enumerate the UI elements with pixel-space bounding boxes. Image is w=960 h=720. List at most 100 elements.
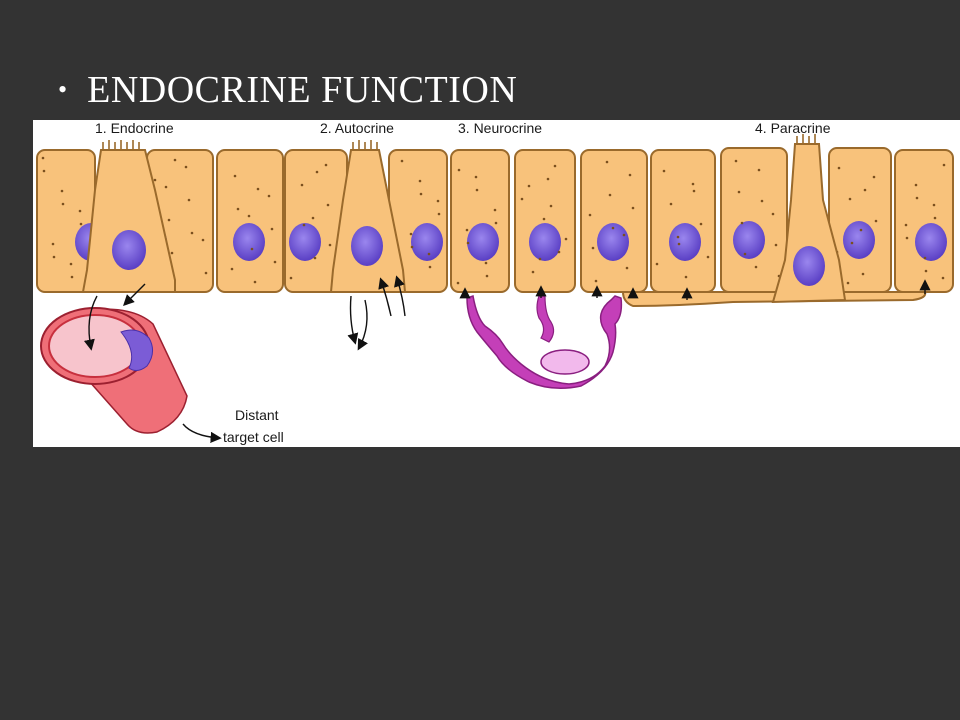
label-neurocrine: 3. Neurocrine: [458, 120, 542, 136]
secretory-granule: [300, 183, 304, 187]
secretory-granule: [914, 183, 918, 187]
secretory-granule: [520, 197, 524, 201]
secretory-granule: [774, 243, 778, 247]
bullet-icon: •: [58, 75, 68, 104]
secretory-granule: [771, 212, 775, 216]
secretory-granule: [52, 255, 56, 259]
secretory-granule: [676, 235, 680, 239]
secretory-granule: [625, 266, 629, 270]
secretory-granule: [153, 178, 157, 182]
secretory-granule: [41, 156, 45, 160]
label-target-line2: target cell: [223, 429, 284, 445]
secretory-granule: [546, 177, 550, 181]
cell-nucleus: [597, 223, 629, 261]
secretory-granule: [60, 189, 64, 193]
secretory-granule: [933, 216, 937, 220]
secretory-granule: [418, 179, 422, 183]
secretory-granule: [311, 216, 315, 220]
secretory-granule: [923, 256, 927, 260]
epithelial-cell: [650, 149, 716, 293]
secretory-granule: [270, 227, 274, 231]
secretory-granule: [233, 174, 237, 178]
secretory-granule: [437, 212, 441, 216]
secretory-granule: [427, 252, 431, 256]
label-autocrine: 2. Autocrine: [320, 120, 394, 136]
secretory-granule: [201, 238, 205, 242]
secretory-granule: [289, 276, 293, 280]
secretory-granule: [465, 228, 469, 232]
label-endocrine: 1. Endocrine: [95, 120, 174, 136]
secretory-granule: [757, 168, 761, 172]
secretory-granule: [69, 262, 73, 266]
secretory-granule: [313, 256, 317, 260]
distant-target-cell: [120, 329, 153, 372]
epithelial-cell: [514, 149, 576, 293]
secretory-granule: [743, 252, 747, 256]
epithelial-cell: [450, 149, 510, 293]
secretory-granule: [485, 274, 489, 278]
secretory-granule: [256, 187, 260, 191]
autocrine-nucleus: [351, 226, 383, 266]
epithelial-cell: [216, 149, 284, 293]
secretory-granule: [655, 262, 659, 266]
secretory-granule: [328, 243, 332, 247]
secretory-granule: [734, 159, 738, 163]
secretory-granule: [915, 196, 919, 200]
secretory-granule: [61, 202, 65, 206]
secretory-granule: [527, 184, 531, 188]
secretory-granule: [628, 173, 632, 177]
secretory-granule: [905, 236, 909, 240]
secretory-granule: [904, 223, 908, 227]
cell-nucleus: [843, 221, 875, 259]
secretory-granule: [474, 175, 478, 179]
autocrine-cell: [329, 149, 407, 293]
secretory-granule: [542, 217, 546, 221]
autocrine-microvilli: [352, 140, 378, 150]
secretory-granule: [410, 245, 414, 249]
secretory-granule: [409, 232, 413, 236]
secretory-granule: [324, 163, 328, 167]
endocrine-microvilli: [102, 140, 140, 150]
secretory-granule: [456, 281, 460, 285]
cell-nucleus: [411, 223, 443, 261]
paracrine-microvilli: [796, 134, 816, 144]
secretory-granule: [79, 222, 83, 226]
cell-nucleus: [233, 223, 265, 261]
label-paracrine: 4. Paracrine: [755, 120, 831, 136]
secretory-granule: [588, 213, 592, 217]
secretory-granule: [932, 203, 936, 207]
secretory-granule: [436, 199, 440, 203]
epithelial-cells: [36, 147, 954, 293]
secretory-granule: [861, 272, 865, 276]
secretory-granule: [204, 271, 208, 275]
secretory-granule: [608, 193, 612, 197]
secretory-granule: [691, 182, 695, 186]
secretory-granule: [684, 275, 688, 279]
secretory-granule: [187, 198, 191, 202]
endocrine-nucleus: [112, 230, 146, 270]
secretory-granule: [557, 250, 561, 254]
secretory-granule: [253, 280, 257, 284]
secretory-granule: [457, 168, 461, 172]
secretory-granule: [848, 197, 852, 201]
secretory-granule: [874, 219, 878, 223]
secretory-granule: [662, 169, 666, 173]
secretory-granule: [850, 241, 854, 245]
signaling-diagram: 1. Endocrine 2. Autocrine 3. Neurocrine …: [33, 120, 960, 447]
secretory-granule: [51, 242, 55, 246]
endocrine-secreting-cell: [81, 149, 176, 293]
secretory-granule: [605, 160, 609, 164]
secretory-granule: [538, 257, 542, 261]
secretory-granule: [190, 231, 194, 235]
cell-nucleus: [733, 221, 765, 259]
secretory-granule: [167, 218, 171, 222]
secretory-granule: [594, 279, 598, 283]
secretory-granule: [428, 265, 432, 269]
secretory-granule: [622, 233, 626, 237]
paracrine-secreting-cell: [771, 143, 847, 304]
secretory-granule: [419, 192, 423, 196]
secretory-granule: [247, 214, 251, 218]
title-row: • ENDOCRINE FUNCTION: [58, 62, 517, 118]
secretory-granule: [872, 175, 876, 179]
cell-nucleus: [529, 223, 561, 261]
